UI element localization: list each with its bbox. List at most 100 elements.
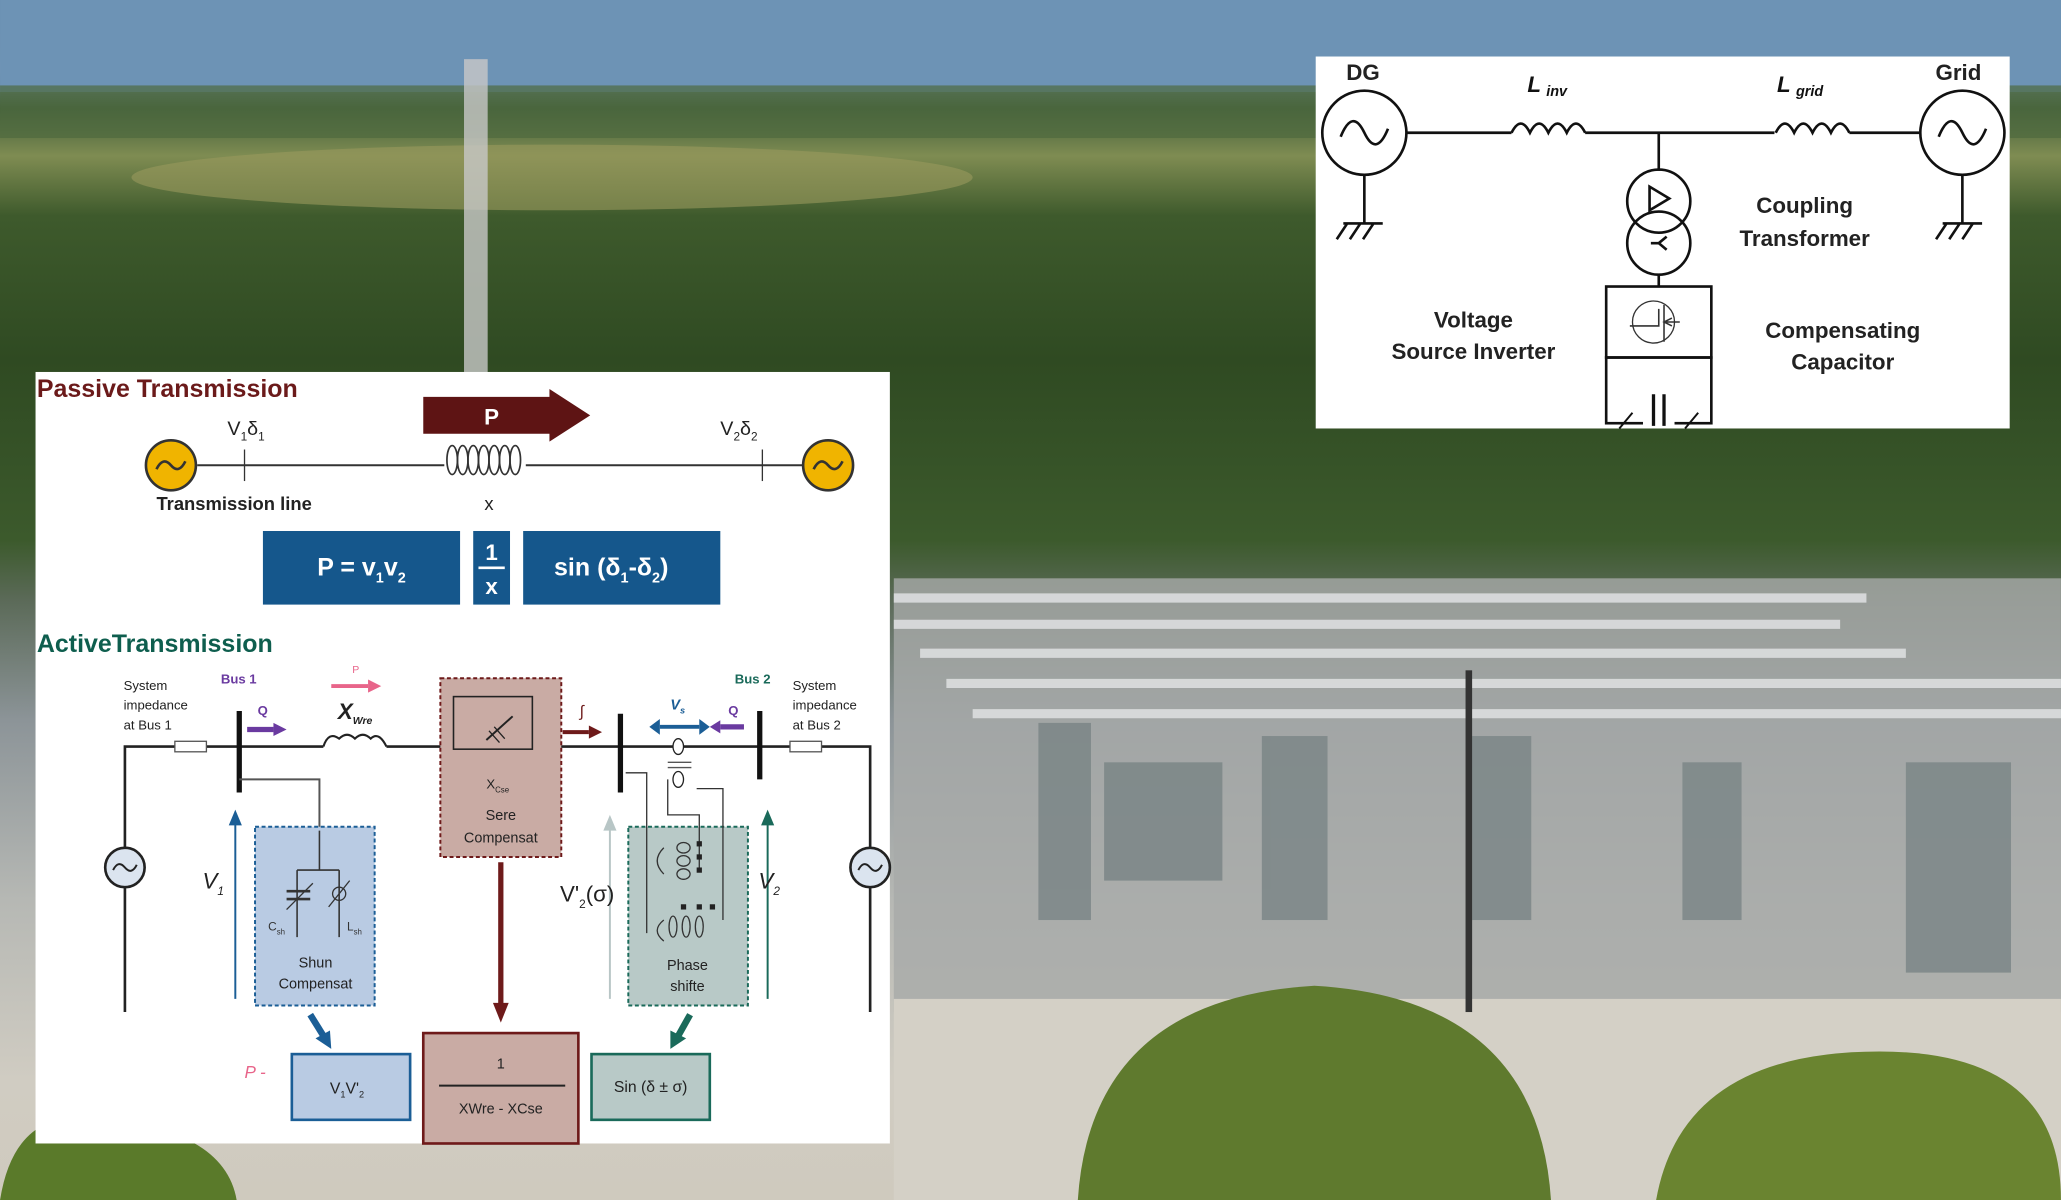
diagram-shape: V2: [758, 868, 780, 898]
label: δ: [247, 418, 258, 440]
label: 1: [376, 570, 384, 586]
diagram-shape: V1V'2: [330, 1081, 364, 1100]
label: inv: [1546, 84, 1568, 100]
diagram-shape: [1363, 174, 1964, 224]
diagram-shape: [696, 854, 702, 860]
diagram-shape: [1261, 736, 1328, 921]
diagram-shape: [228, 809, 242, 826]
diagram-shape: [672, 738, 685, 756]
diagram-shape: [656, 847, 665, 942]
diagram-shape: [789, 740, 823, 753]
diagram-shape: [423, 389, 591, 442]
diagram-shape: [1625, 168, 1692, 234]
diagram-shape: [273, 722, 287, 737]
label: Cse: [495, 786, 510, 795]
label: Compensat: [464, 830, 538, 846]
label: (σ): [586, 882, 615, 907]
diagram-shape: [509, 444, 522, 476]
label: X: [336, 699, 354, 724]
diagram-shape: [368, 679, 382, 693]
label: 1: [497, 1057, 505, 1073]
label: Source Inverter: [1392, 339, 1556, 364]
diagram-shape: [1315, 56, 2010, 429]
equation-box-1: [262, 530, 461, 605]
label: at Bus 1: [124, 717, 172, 732]
dg-label: DG: [1346, 60, 1380, 85]
power-arrow: P: [423, 389, 591, 442]
diagram-shape: [893, 593, 2061, 719]
diagram-shape: [680, 841, 716, 910]
diagram-shape: [439, 677, 563, 858]
diagram-shape: [1642, 394, 1675, 426]
label: Q: [728, 703, 738, 718]
diagram-shape: XWre: [336, 699, 373, 727]
label: x: [485, 574, 498, 599]
label: C: [268, 920, 277, 934]
label: Transformer: [1740, 226, 1871, 251]
label: impedance: [793, 698, 857, 713]
label: V: [202, 868, 219, 893]
diagram-shape: [328, 880, 351, 908]
diagram-shape: [676, 868, 691, 880]
label: X: [486, 777, 495, 792]
series-compensator: XCse Sere Compensat: [439, 677, 563, 858]
diagram-shape: [444, 453, 526, 478]
diagram-shape: V1: [202, 868, 223, 898]
diagram-shape: [681, 915, 691, 938]
diagram-shape: [452, 695, 534, 750]
diagram-shape: [672, 770, 685, 788]
diagram-shape: [761, 809, 775, 826]
diagram-shape: [307, 1012, 327, 1038]
label: 2: [359, 1089, 364, 1099]
diagram-shape: [670, 1030, 687, 1049]
bus2-label: Bus 2: [735, 671, 771, 686]
diagram-shape: [488, 730, 500, 744]
diagram-shape: [315, 1030, 332, 1049]
diagram-shape: [1618, 412, 1699, 430]
label: 1: [485, 540, 497, 565]
label: ): [660, 554, 668, 582]
label: P: [352, 664, 359, 676]
shunt-compensator: Csh Lsh Shun Compensat: [254, 825, 376, 1007]
tree-foreground: [1656, 1051, 2061, 1200]
diagram-shape: sin (δ1-δ2): [554, 554, 668, 587]
label: Sin (δ ± σ): [614, 1079, 688, 1096]
label: sin (δ: [554, 554, 620, 582]
label: 1: [258, 429, 265, 443]
label: Q: [258, 703, 268, 718]
label: sh: [354, 928, 362, 937]
label: Shun: [299, 955, 333, 971]
label: δ: [740, 418, 751, 440]
label: 1: [241, 429, 248, 443]
diagram-shape: [112, 863, 138, 872]
reactance-x-label: x: [484, 493, 493, 514]
label: L: [1777, 72, 1791, 97]
label: V': [560, 882, 579, 907]
label: ∫: [579, 703, 586, 720]
diagram-shape: [1682, 762, 1742, 921]
xwre-inductor-icon: [322, 733, 388, 748]
label: V: [227, 418, 241, 440]
diagram-shape: [696, 867, 702, 873]
diagram-shape: [649, 718, 660, 735]
label: at Bus 2: [793, 717, 841, 732]
phase-shifter: Phase shifte: [625, 738, 749, 1007]
label: Compensating: [1765, 318, 1920, 343]
diagram-shape: [603, 814, 617, 831]
diagram-shape: [588, 725, 603, 739]
label: Compensat: [279, 976, 353, 992]
v2-delta2-label: V2δ2: [720, 418, 757, 443]
diagram-shape: [694, 915, 704, 938]
diagram-shape: [1104, 762, 1223, 881]
label: XWre - XCse: [459, 1101, 543, 1117]
label: -δ: [629, 554, 652, 582]
label: Sere: [486, 808, 516, 824]
label: V: [670, 698, 681, 714]
diagram-shape: [493, 726, 506, 740]
diagram-shape: [239, 778, 321, 831]
ground-icon: [1335, 222, 1983, 240]
